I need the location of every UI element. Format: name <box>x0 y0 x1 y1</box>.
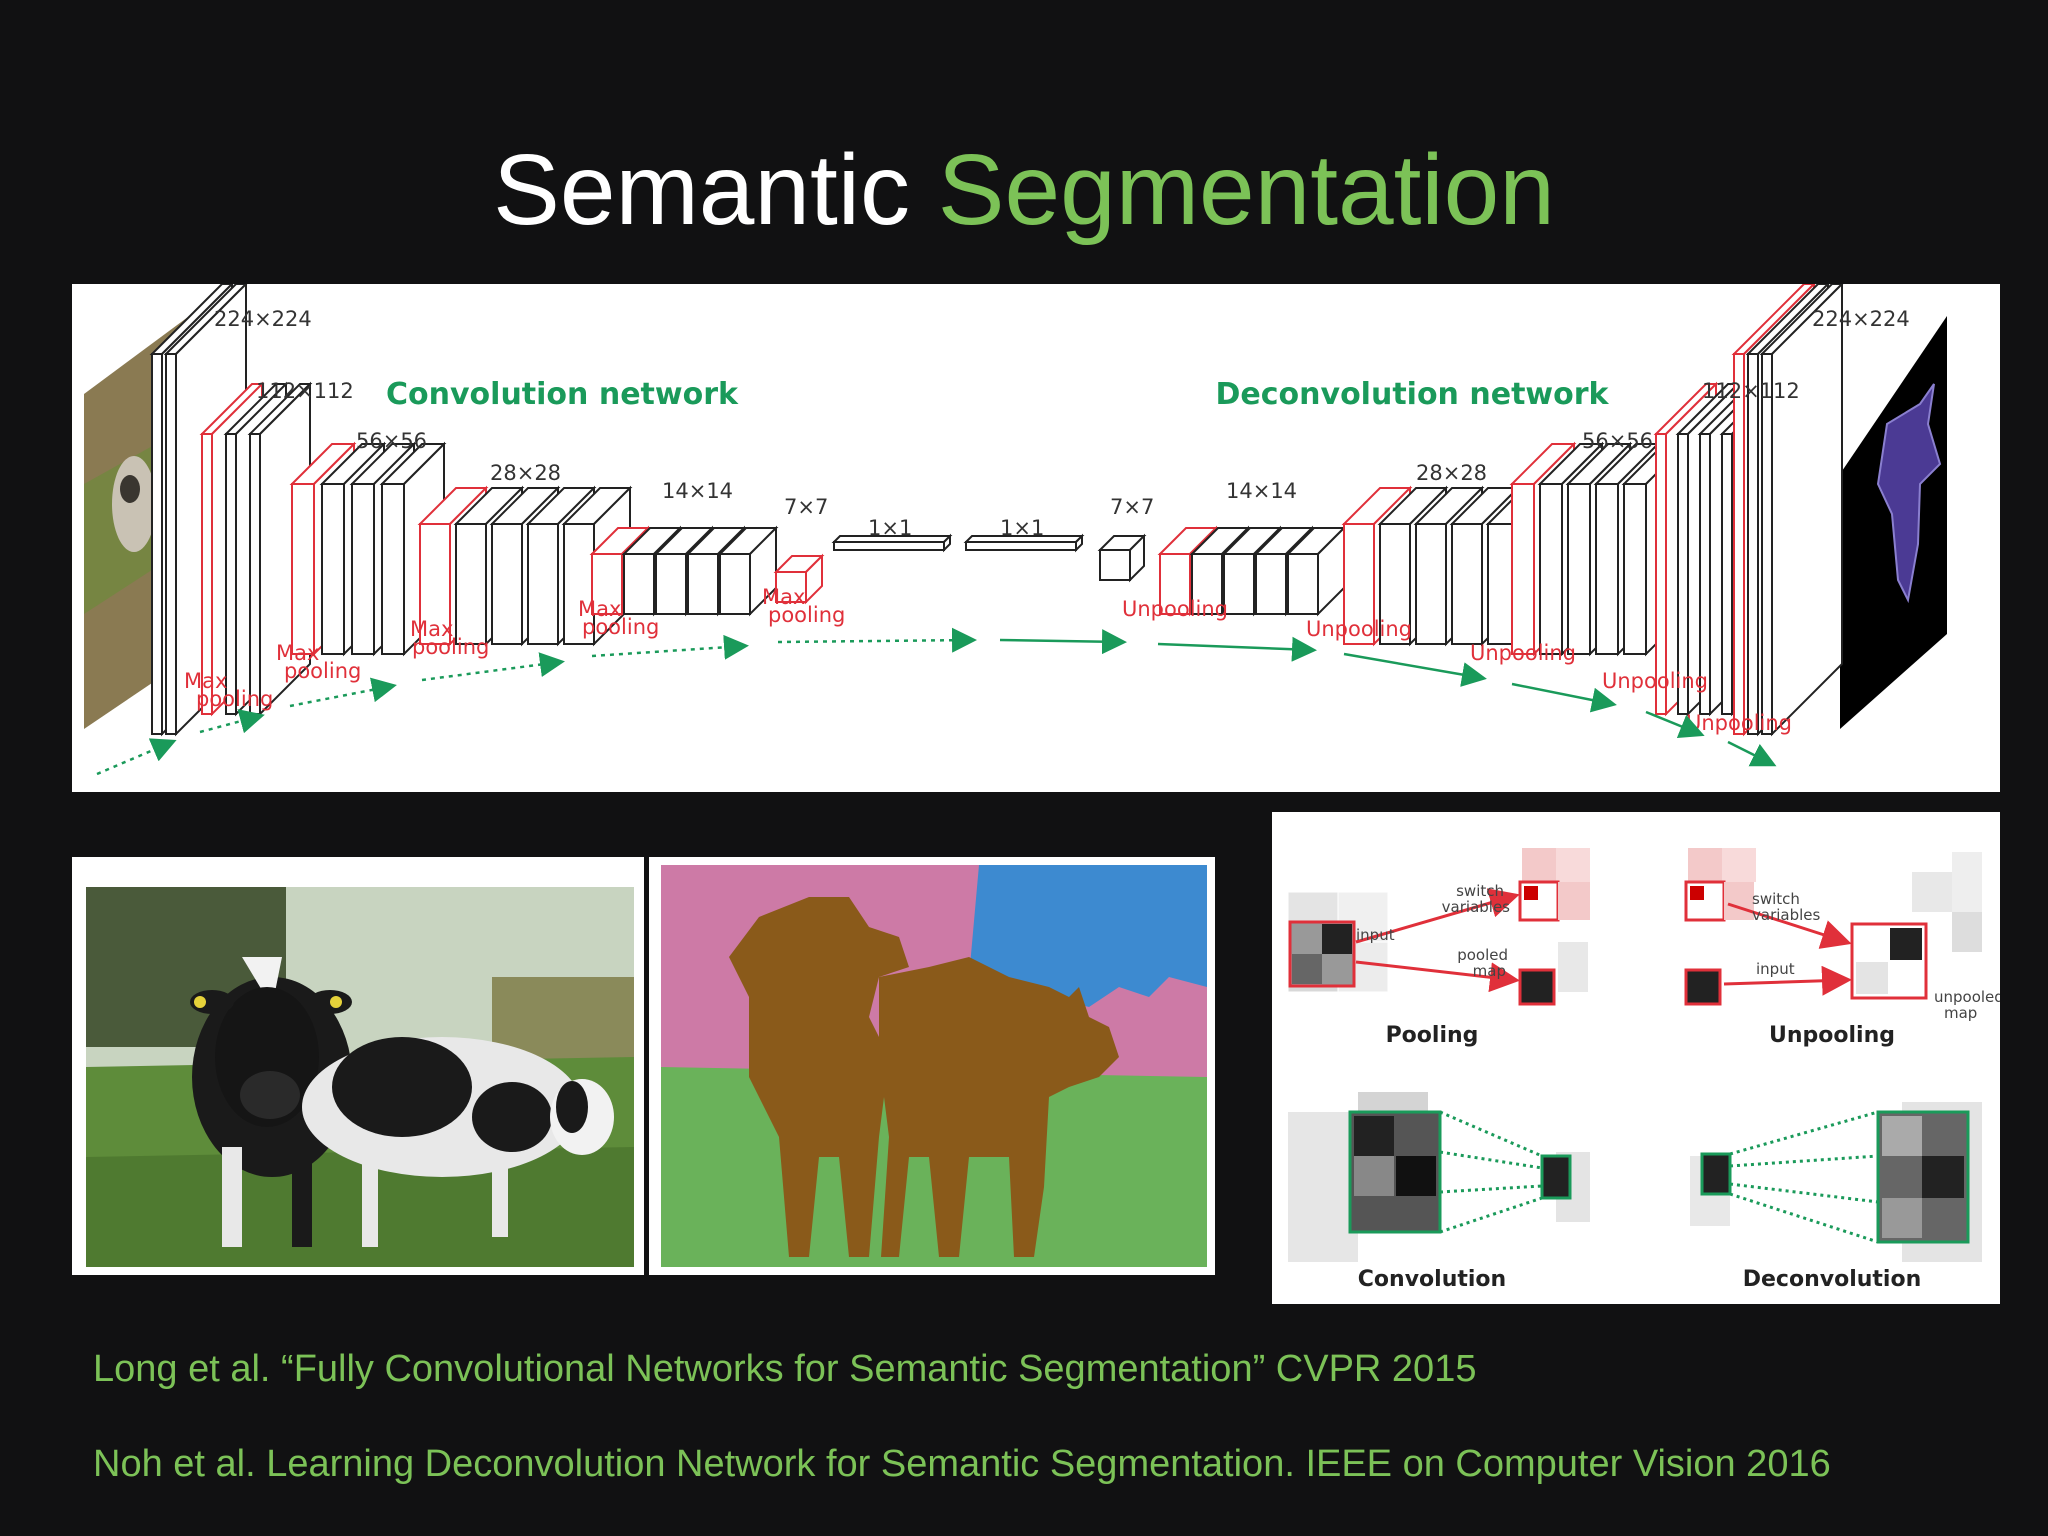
flow-arrow-solid <box>1511 682 1617 713</box>
cow-front <box>190 957 352 1247</box>
unpooling-variables-label: variables <box>1752 906 1821 924</box>
size-label-7-right: 7×7 <box>1110 495 1154 519</box>
flow-arrow-dotted <box>289 677 397 708</box>
layer-1x1-block <box>831 533 953 553</box>
title-word-semantic: Semantic <box>493 134 910 246</box>
deconvolution-diagram: Deconvolution <box>1690 1102 1982 1292</box>
output-segmentation-map <box>1840 316 1947 729</box>
unpool-5-label: Unpooling <box>1686 711 1792 735</box>
segmentation-map <box>649 857 1215 1275</box>
operations-diagram: input switch variables pooled map Poolin… <box>1272 812 2000 1304</box>
size-label-14-left: 14×14 <box>662 479 733 503</box>
flow-arrow-solid <box>1645 710 1705 739</box>
unpooling-caption: Unpooling <box>1769 1023 1895 1048</box>
size-label-112-left: 112×112 <box>256 379 354 403</box>
pooling-caption: Pooling <box>1386 1023 1479 1048</box>
size-label-1x1-a: 1×1 <box>868 516 912 540</box>
unpooling-input-label: input <box>1756 960 1795 978</box>
unpool-3-label: Unpooling <box>1470 641 1576 665</box>
max-pool-2-max: Max <box>276 641 319 665</box>
flow-arrow-dotted <box>199 709 265 734</box>
pooling-labels: Max pooling Max pooling Max pooling Max … <box>184 585 1792 735</box>
pooling-diagram: input switch variables pooled map Poolin… <box>1287 848 1590 1048</box>
max-pool-2-pooling: pooling <box>284 659 361 683</box>
slide-title: Semantic Segmentation <box>0 130 2048 250</box>
max-pool-3-pooling: pooling <box>412 635 489 659</box>
convolution-diagram: Convolution <box>1288 1092 1590 1292</box>
size-label-112-right: 112×112 <box>1702 379 1800 403</box>
unpooling-diagram: switch variables input unpooled map Unpo… <box>1684 848 2000 1048</box>
deconvolution-caption: Deconvolution <box>1743 1267 1922 1292</box>
pooling-switch-label: switch <box>1456 882 1504 900</box>
max-pool-5-max: Max <box>762 585 805 609</box>
layer-7-right-block <box>1097 533 1147 583</box>
flow-arrow-solid <box>1157 636 1317 662</box>
cow-silhouette-front <box>729 897 909 1257</box>
deconv-network-title: Deconvolution network <box>1216 377 1610 412</box>
layer-1x1-block <box>963 533 1085 553</box>
max-pool-4-max: Max <box>578 597 621 621</box>
size-label-224-left: 224×224 <box>214 307 312 331</box>
cow-silhouette-back <box>879 957 1119 1257</box>
unpooling-switch-label: switch <box>1752 890 1800 908</box>
pooling-input-label: input <box>1356 926 1395 944</box>
title-word-segmentation: Segmentation <box>937 134 1555 246</box>
unpooled-map-label: map <box>1944 1004 1977 1022</box>
convolution-caption: Convolution <box>1358 1267 1506 1292</box>
max-pool-5-pooling: pooling <box>768 603 845 627</box>
flow-arrow-solid <box>1343 652 1487 687</box>
pooled-label: pooled <box>1457 946 1508 964</box>
size-label-56-left: 56×56 <box>356 429 427 453</box>
layer-224-right-block <box>1759 284 1844 737</box>
size-label-1x1-b: 1×1 <box>1000 516 1044 540</box>
cow-photo <box>72 857 644 1275</box>
flow-arrow-solid <box>999 629 1127 655</box>
flow-arrow-dotted <box>96 738 177 776</box>
flow-arrow-dotted <box>591 634 749 660</box>
reference-long-2015: Long et al. “Fully Convolutional Network… <box>93 1348 1477 1390</box>
unpool-1-label: Unpooling <box>1122 597 1228 621</box>
layer-7-block <box>773 553 825 605</box>
size-labels: 224×224 112×112 56×56 28×28 14×14 7×7 1×… <box>214 307 1910 540</box>
pooling-variables-label: variables <box>1442 898 1511 916</box>
max-pool-3-max: Max <box>410 617 453 641</box>
size-label-28-right: 28×28 <box>1416 461 1487 485</box>
size-label-7-left: 7×7 <box>784 495 828 519</box>
unpool-4-label: Unpooling <box>1602 669 1708 693</box>
max-pool-1-max: Max <box>184 669 227 693</box>
flow-arrow-solid <box>1727 740 1777 767</box>
flow-arrow-dotted <box>421 652 565 682</box>
flow-arrow-dotted <box>777 627 977 653</box>
max-pool-4-pooling: pooling <box>582 615 659 639</box>
pooled-map-label: map <box>1473 962 1506 980</box>
unpooled-label: unpooled <box>1934 988 2000 1006</box>
conv-network-title: Convolution network <box>386 377 739 412</box>
deconvolution-network-diagram: Convolution network Deconvolution networ… <box>72 284 2000 792</box>
reference-noh-2016: Noh et al. Learning Deconvolution Networ… <box>93 1443 1831 1485</box>
size-label-224-right: 224×224 <box>1812 307 1910 331</box>
size-label-56-right: 56×56 <box>1582 429 1653 453</box>
flow-arrows <box>96 627 1777 776</box>
cow-back <box>302 1037 614 1247</box>
size-label-14-right: 14×14 <box>1226 479 1297 503</box>
unpool-2-label: Unpooling <box>1306 617 1412 641</box>
layer-blocks <box>149 284 1844 737</box>
max-pool-1-pooling: pooling <box>196 687 273 711</box>
size-label-28-left: 28×28 <box>490 461 561 485</box>
